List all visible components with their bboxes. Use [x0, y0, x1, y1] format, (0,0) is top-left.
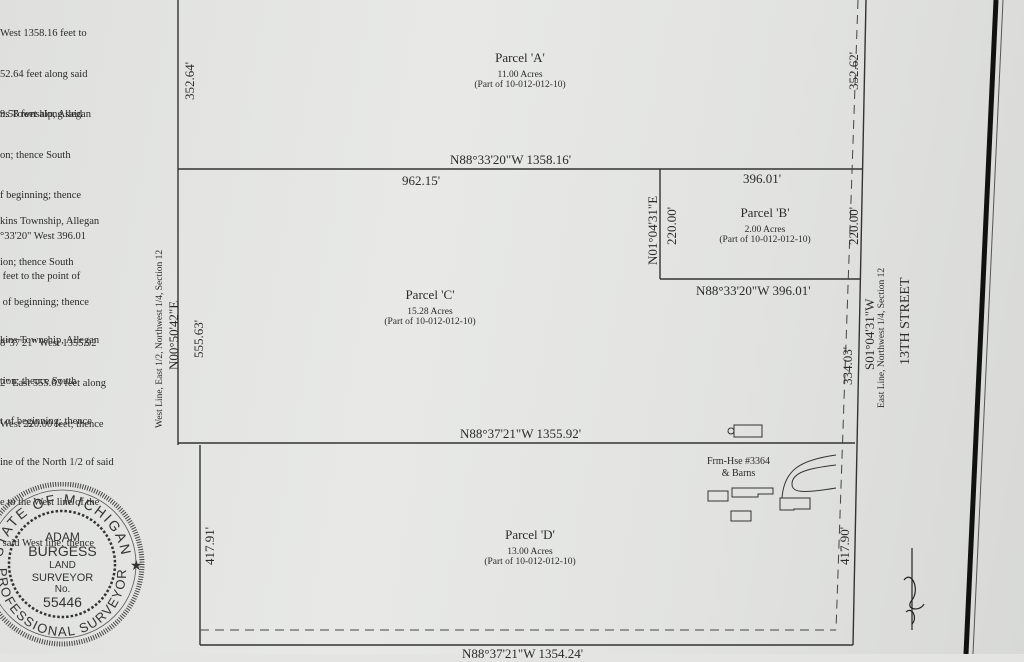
distance-label: 220.00': [664, 206, 679, 245]
text-line: t of beginning; thence: [0, 416, 92, 427]
parcel-name: Parcel 'A': [495, 50, 545, 65]
legal-paragraph-4: kins Township, Allegan tion; thence Sout…: [0, 307, 114, 564]
distance-label: 417.91': [202, 526, 217, 565]
north-arrow-ornament-icon: [903, 548, 925, 630]
seal-name: ADAM: [45, 530, 80, 544]
bearing-label: N88°37'21"W 1354.24': [462, 646, 584, 661]
text-line: tion; thence South: [0, 375, 77, 387]
text-line: 8°37'21" West 1355.92: [0, 337, 97, 349]
west-line-label: West Line, East 1/2, Northwest 1/4, Sect…: [155, 249, 165, 428]
bearing-label: N88°37'21"W 1355.92': [460, 426, 582, 441]
parcel-name: Parcel 'D': [505, 527, 555, 542]
distance-label: 352.62': [846, 51, 861, 90]
distance-label: 334.03': [840, 346, 855, 385]
east-line: [852, 0, 867, 646]
parcel-a-label: Parcel 'A' 11.00 Acres (Part of 10-012-0…: [440, 50, 600, 90]
parcel-b-label: Parcel 'B' 2.00 Acres (Part of 10-012-01…: [685, 205, 845, 245]
parcel-acres: 13.00 Acres: [507, 547, 553, 557]
east-line-label: East Line, Northwest 1/4, Section 12: [877, 267, 887, 408]
parcel-name: Parcel 'B': [740, 205, 790, 220]
parcel-d-label: Parcel 'D' 13.00 Acres (Part of 10-012-0…: [450, 527, 610, 567]
text-line: kins Township, Allegan: [0, 216, 100, 227]
distance-label: 352.64': [182, 61, 197, 100]
farmhouse-label-line: & Barns: [721, 468, 756, 479]
seal-name: BURGESS: [28, 543, 97, 559]
distance-label: 417.90': [837, 526, 852, 565]
legal-paragraph-2: ns Township, Allegan on; thence South f …: [0, 81, 91, 297]
driveway: [781, 454, 837, 499]
text-line: 2" East 555.63 feet along: [0, 378, 107, 389]
text-line: of beginning; thence: [0, 297, 89, 308]
road-right-of-way-line: [835, 0, 859, 631]
bearing-label: N01°04'31"E: [645, 195, 660, 265]
text-line: said West line; thence: [0, 537, 95, 549]
farmhouse-label-line: Frm-Hse #3364: [707, 456, 771, 467]
text-line: West 1358.16 feet to: [0, 28, 87, 39]
distance-label: 220.00': [846, 206, 861, 245]
building: [707, 490, 729, 502]
right-page-border: [963, 0, 1004, 654]
text-line: ine of the North 1/2 of said: [0, 456, 114, 468]
text-line: °33'20" West 396.01: [0, 230, 87, 242]
seal-no-label: No.: [54, 584, 71, 595]
svg-text:★: ★: [130, 559, 143, 574]
building: [730, 510, 752, 522]
distance-label: 396.01': [743, 171, 782, 186]
legal-paragraph-3: kins Township, Allegan ion; thence South…: [0, 188, 106, 445]
legal-paragraph-1: West 1358.16 feet to 52.64 feet along sa…: [0, 0, 87, 135]
parcel-part: (Part of 10-012-012-10): [474, 80, 566, 90]
seal-title: LAND: [49, 560, 76, 571]
building: [733, 424, 763, 438]
text-line: ns Township, Allegan: [0, 109, 91, 120]
text-line: 9.58 feet along said: [0, 109, 83, 120]
parcel-c-label: Parcel 'C' 15.28 Acres (Part of 10-012-0…: [350, 287, 510, 327]
bearing-label: N88°33'20"W 396.01': [696, 283, 811, 298]
bearing-label: N00°50'42"E: [166, 300, 181, 370]
parcel-part: (Part of 10-012-012-10): [384, 317, 476, 327]
driveway: [791, 464, 837, 492]
distance-label: 555.63': [191, 319, 206, 358]
seal-title: SURVEYOR: [31, 572, 94, 584]
parcel-acres: 11.00 Acres: [497, 70, 543, 80]
well-icon: [727, 427, 735, 435]
text-line: kins Township, Allegan: [0, 335, 100, 346]
farmhouse-label: Frm-Hse #3364 & Barns: [707, 456, 770, 480]
seal-number: 55446: [43, 594, 82, 610]
text-line: 52.64 feet along said: [0, 68, 88, 80]
text-line: e to the West line of the: [0, 497, 100, 508]
parcel-part: (Part of 10-012-012-10): [719, 235, 811, 245]
text-line: on; thence South: [0, 149, 71, 161]
text-line: f beginning; thence: [0, 190, 82, 201]
surveyor-seal: STATE OF MICHIGAN PROFESSIONAL SURVEYOR …: [0, 482, 145, 647]
parcel-part: (Part of 10-012-012-10): [484, 557, 576, 567]
parcel-acres: 15.28 Acres: [407, 307, 453, 317]
distance-label: 962.15': [402, 173, 441, 188]
text-line: West 220.00 feet; thence: [0, 418, 104, 430]
building: [731, 487, 774, 498]
text-line: ion; thence South: [0, 256, 74, 268]
bearing-label: N88°33'20"W 1358.16': [450, 152, 572, 167]
text-line: feet to the point of: [0, 271, 81, 282]
bearing-label: S01°04'31"W: [862, 298, 877, 370]
street-label: 13TH STREET: [898, 277, 913, 366]
buildings: [707, 424, 837, 522]
parcel-acres: 2.00 Acres: [744, 225, 786, 235]
building: [779, 497, 811, 511]
parcel-name: Parcel 'C': [405, 287, 455, 302]
